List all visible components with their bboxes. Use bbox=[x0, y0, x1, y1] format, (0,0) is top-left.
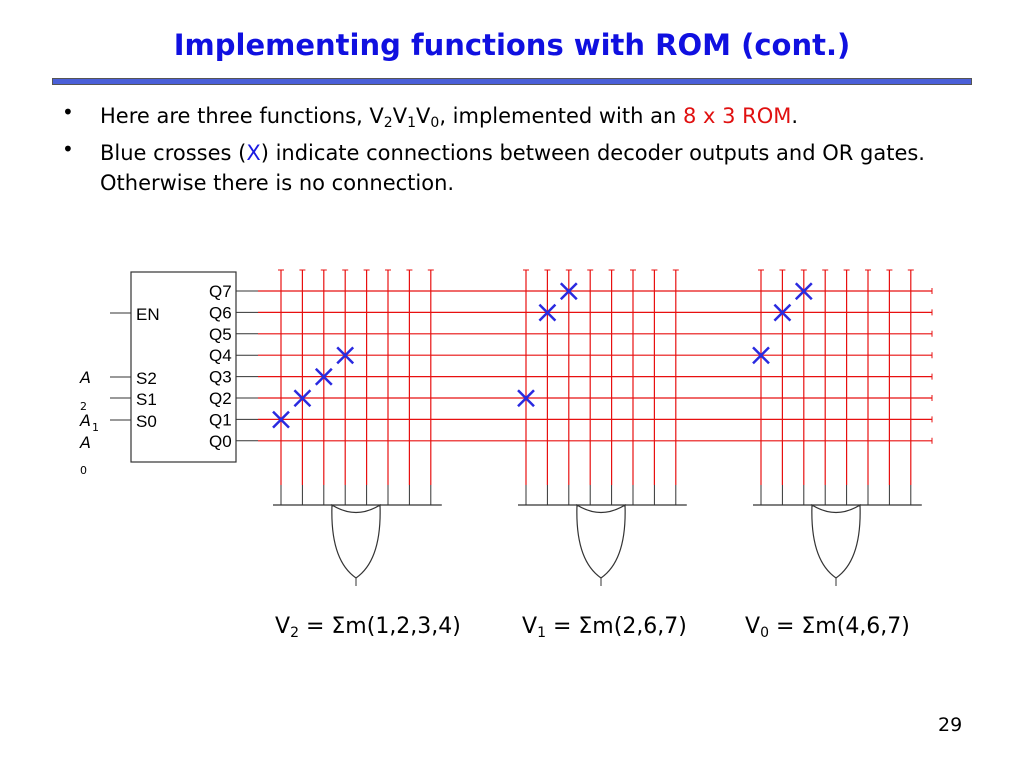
connection-cross-icon bbox=[752, 346, 770, 365]
select-label: S2 bbox=[136, 369, 157, 388]
output-label: Q4 bbox=[209, 346, 232, 365]
page-number: 29 bbox=[938, 714, 963, 736]
subscript: 0 bbox=[760, 625, 769, 641]
input-label: 1 bbox=[92, 421, 99, 434]
or-gate bbox=[331, 503, 381, 579]
bullet-text: V bbox=[416, 104, 431, 128]
input-label: A bbox=[79, 411, 91, 430]
connection-cross-icon bbox=[773, 303, 792, 322]
decoder-box bbox=[130, 271, 237, 463]
bullet-text: V bbox=[392, 104, 408, 128]
connection-cross-icon bbox=[517, 389, 535, 408]
subscript: 2 bbox=[383, 115, 393, 131]
output-label: Q1 bbox=[209, 410, 232, 429]
bullet-1: Here are three functions, V2V1V0, implem… bbox=[100, 101, 980, 131]
output-label: Q5 bbox=[209, 325, 232, 344]
function-expr: = Σm(1,2,3,4) bbox=[298, 614, 461, 639]
function-label-v1: V1 = Σm(2,6,7) bbox=[522, 614, 687, 641]
connection-cross-icon bbox=[293, 389, 312, 408]
connection-cross-icon bbox=[538, 303, 557, 322]
function-expr: = Σm(4,6,7) bbox=[768, 614, 910, 639]
function-expr: = Σm(2,6,7) bbox=[545, 614, 687, 639]
bullet-text: ) indicate connections between decoder o… bbox=[100, 141, 925, 195]
bullet-text: Blue crosses ( bbox=[100, 141, 247, 165]
rom-size-highlight: 8 x 3 ROM bbox=[682, 104, 792, 128]
connection-cross-icon bbox=[559, 282, 578, 301]
or-gate bbox=[811, 503, 861, 579]
input-label: 2 bbox=[80, 400, 87, 413]
select-label: S1 bbox=[136, 390, 157, 409]
bullet-text: Here are three functions, V bbox=[100, 104, 384, 128]
subscript: 2 bbox=[290, 625, 299, 641]
output-label: Q3 bbox=[209, 368, 232, 387]
subscript: 0 bbox=[430, 115, 440, 131]
subscript: 1 bbox=[407, 115, 417, 131]
function-name: V bbox=[745, 614, 761, 639]
connection-cross-icon bbox=[336, 346, 355, 365]
function-label-v2: V2 = Σm(1,2,3,4) bbox=[275, 614, 461, 641]
bullet-2: Blue crosses (X) indicate connections be… bbox=[100, 138, 980, 198]
title-rule bbox=[52, 78, 972, 85]
function-label-v0: V0 = Σm(4,6,7) bbox=[745, 614, 910, 641]
connection-cross-icon bbox=[314, 367, 333, 386]
output-label: Q6 bbox=[209, 303, 232, 322]
select-label: S0 bbox=[136, 412, 157, 431]
cross-highlight: X bbox=[246, 141, 261, 165]
input-label: 0 bbox=[80, 464, 87, 477]
bullet-dot: • bbox=[62, 100, 74, 124]
output-label: Q2 bbox=[209, 389, 232, 408]
or-gate bbox=[576, 503, 626, 579]
subscript: 1 bbox=[537, 625, 546, 641]
bullet-text: , implemented with an bbox=[439, 104, 683, 128]
output-label: Q7 bbox=[209, 282, 232, 301]
function-name: V bbox=[522, 614, 538, 639]
bullet-text: . bbox=[791, 104, 799, 128]
bullet-dot: • bbox=[62, 137, 74, 161]
output-label: Q0 bbox=[209, 432, 232, 451]
connection-cross-icon bbox=[794, 282, 813, 301]
connection-cross-icon bbox=[272, 410, 290, 429]
enable-label: EN bbox=[136, 305, 160, 324]
function-name: V bbox=[275, 614, 291, 639]
slide-title: Implementing functions with ROM (cont.) bbox=[173, 28, 851, 62]
input-label: A bbox=[79, 433, 91, 452]
input-label: A bbox=[79, 368, 91, 387]
